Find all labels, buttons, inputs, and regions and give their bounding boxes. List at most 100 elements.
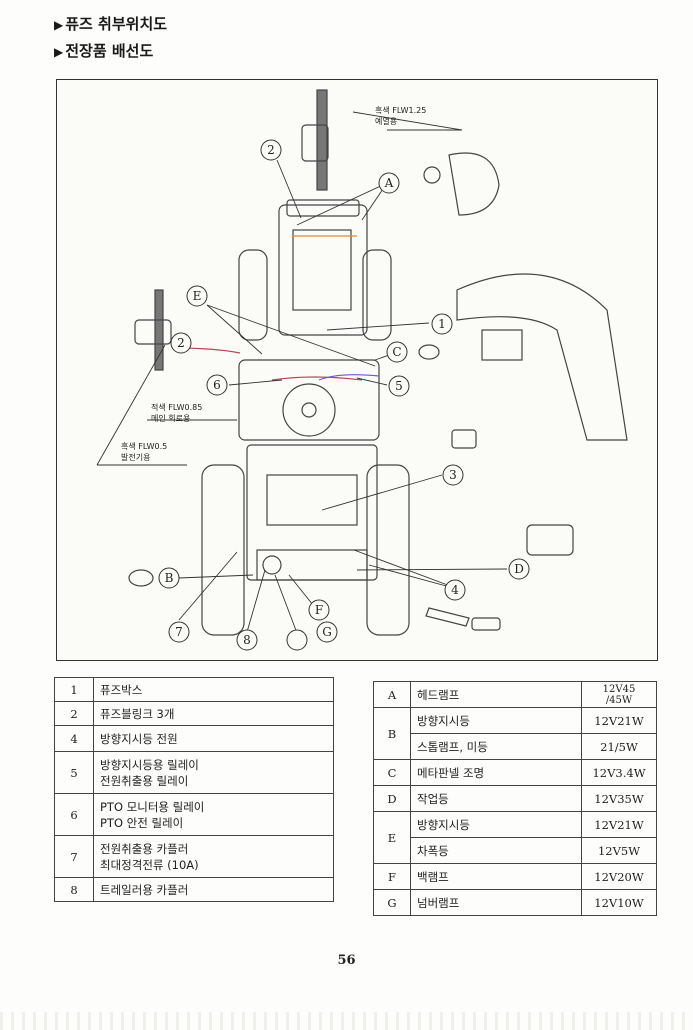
row-number: 7 bbox=[54, 835, 94, 878]
table-row: 2 퓨즈블링크 3개 bbox=[54, 701, 334, 726]
table-row: 8 트레일러용 카플러 bbox=[54, 877, 334, 902]
label-G: G bbox=[322, 625, 332, 639]
table-row: 4 방향지시등 전원 bbox=[54, 725, 334, 752]
meter-panel bbox=[481, 329, 523, 361]
table-row: G 넘버램프 12V10W bbox=[373, 889, 657, 916]
row-number: 5 bbox=[54, 751, 94, 794]
callout-red-085-sub: 메인 회로용 bbox=[151, 413, 190, 423]
row-number: 2 bbox=[54, 701, 94, 726]
red-wire-dash bbox=[271, 376, 363, 381]
table-row: E 방향지시등 12V21W bbox=[373, 811, 657, 864]
fuse-location-heading-text: 퓨즈 취부위치도 bbox=[65, 15, 168, 33]
row-name: 헤드램프 bbox=[410, 681, 582, 708]
spec-line: /45W bbox=[605, 694, 633, 706]
table-row: 차폭등 12V5W bbox=[374, 837, 657, 864]
label-7: 7 bbox=[175, 625, 183, 639]
work-light bbox=[526, 524, 574, 556]
table-row: D 작업등 12V35W bbox=[373, 785, 657, 812]
label-A: A bbox=[384, 176, 394, 190]
label-B: B bbox=[165, 571, 174, 585]
hood-outline bbox=[278, 204, 368, 336]
label-1: 1 bbox=[438, 317, 446, 331]
label-5: 5 bbox=[395, 379, 403, 393]
row-description: 방향지시등 전원 bbox=[93, 725, 334, 752]
row-letter: G bbox=[373, 889, 411, 916]
row-line: 방향지시등용 릴레이 bbox=[100, 757, 199, 772]
leader-line bbox=[274, 574, 298, 634]
callout-black-125: 흑색 FLW1.25 bbox=[375, 105, 426, 115]
row-number: 6 bbox=[54, 793, 94, 836]
leader-line bbox=[246, 569, 266, 633]
fuse-link-post-left bbox=[154, 289, 164, 371]
scan-edge-artifact bbox=[0, 1012, 693, 1030]
table-row: B 방향지시등 12V21W bbox=[373, 707, 657, 760]
row-line: 트레일러용 카플러 bbox=[100, 882, 189, 897]
label-F: F bbox=[315, 603, 323, 617]
leader-line bbox=[276, 159, 302, 219]
label-C: C bbox=[392, 345, 401, 359]
table-row: C 메타판넬 조명 12V3.4W bbox=[373, 759, 657, 786]
row-spec: 12V35W bbox=[581, 785, 657, 812]
small-lamp bbox=[425, 607, 470, 627]
wiring-diagram: 흑색 FLW1.25 예열용 적색 FLW0.85 메인 회로용 흑색 FLW0… bbox=[56, 79, 658, 661]
callout-black-05: 흑색 FLW0.5 bbox=[121, 441, 167, 451]
row-spec: 12V20W bbox=[581, 863, 657, 890]
row-line: 전원취출용 릴레이 bbox=[100, 773, 189, 788]
steering-hub bbox=[301, 402, 317, 418]
leader-line bbox=[356, 377, 388, 386]
leader-line bbox=[206, 304, 263, 355]
fuse-parts-table: 1 퓨즈박스 2 퓨즈블링크 3개 4 방향지시등 전원 5 방향지시등용 릴레… bbox=[54, 677, 334, 902]
row-name: 메타판넬 조명 bbox=[410, 759, 582, 786]
row-letter: B bbox=[373, 707, 411, 760]
row-number: 4 bbox=[54, 725, 94, 752]
leader-line bbox=[296, 182, 388, 226]
front-weight bbox=[286, 199, 360, 217]
row-spec: 12V5W bbox=[581, 837, 657, 864]
small-lamp-cap bbox=[471, 617, 501, 631]
table-row: F 백램프 12V20W bbox=[373, 863, 657, 890]
front-wheel-left bbox=[238, 249, 268, 341]
row-line: 퓨즈박스 bbox=[100, 682, 143, 697]
row-letter: E bbox=[373, 811, 411, 864]
wiring-diagram-heading-text: 전장품 배선도 bbox=[65, 42, 154, 60]
row-line: 퓨즈블링크 3개 bbox=[100, 706, 175, 721]
purple-wire-dash bbox=[318, 374, 380, 381]
row-number: 8 bbox=[54, 877, 94, 902]
wiring-diagram-heading: ▶전장품 배선도 bbox=[54, 40, 153, 61]
side-bulb bbox=[418, 344, 440, 360]
row-description: 퓨즈블링크 3개 bbox=[93, 701, 334, 726]
leader-line bbox=[178, 551, 238, 621]
spec-line: 12V45 bbox=[602, 683, 636, 695]
callout-black-125-sub: 예열용 bbox=[375, 116, 397, 126]
row-letter: D bbox=[373, 785, 411, 812]
row-name: 방향지시등 bbox=[410, 811, 582, 838]
row-letter: C bbox=[373, 759, 411, 786]
row-line: PTO 안전 릴레이 bbox=[100, 815, 184, 830]
label-2-top: 2 bbox=[267, 143, 275, 157]
callout-red-085: 적색 FLW0.85 bbox=[151, 402, 202, 412]
row-spec: 12V10W bbox=[581, 889, 657, 916]
row-line: 최대정격전류 (10A) bbox=[100, 857, 199, 872]
trailer-coupler bbox=[262, 555, 282, 575]
headlamp-socket bbox=[448, 152, 500, 216]
label-6: 6 bbox=[213, 378, 221, 392]
row-spec: 12V21W bbox=[581, 707, 657, 734]
row-name: 넘버램프 bbox=[410, 889, 582, 916]
row-name: 차폭등 bbox=[410, 837, 582, 864]
fuse-link-left bbox=[134, 319, 172, 345]
label-2-left: 2 bbox=[177, 336, 185, 350]
lamp-spec-table: A 헤드램프 12V45/45W B 방향지시등 12V21W 스톱램프, 미등… bbox=[373, 681, 657, 916]
dashboard-outline bbox=[238, 359, 380, 441]
row-line: 방향지시등 전원 bbox=[100, 731, 178, 746]
label-E: E bbox=[193, 289, 202, 303]
callout-black-05-sub: 발전기용 bbox=[121, 452, 150, 462]
row-description: 트레일러용 카플러 bbox=[93, 877, 334, 902]
leader-line bbox=[96, 344, 166, 466]
row-spec: 12V45/45W bbox=[581, 681, 657, 708]
page-number: 56 bbox=[337, 953, 356, 968]
bulb-icon bbox=[423, 166, 441, 184]
